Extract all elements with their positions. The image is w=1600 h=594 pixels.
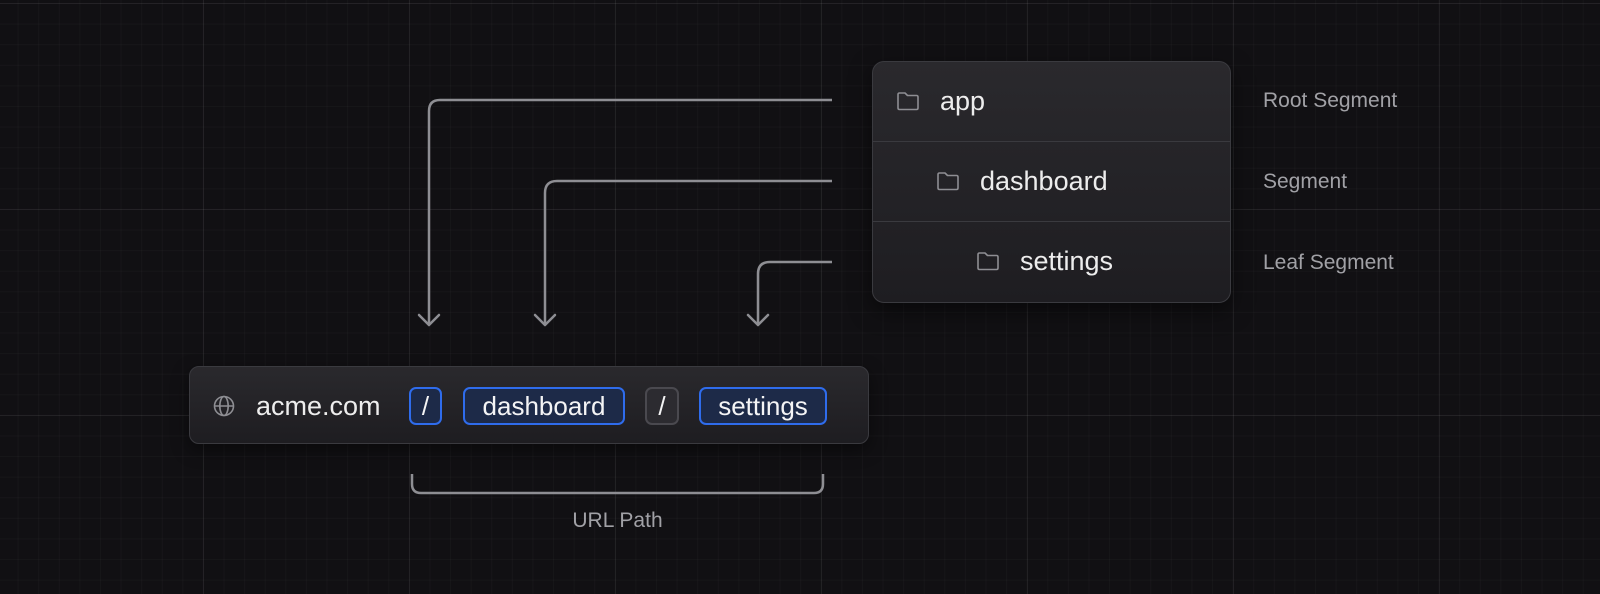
folder-icon <box>937 172 959 191</box>
folder-icon <box>977 252 999 271</box>
connector-app <box>427 98 832 325</box>
url-bar[interactable]: acme.com / dashboard / settings <box>189 366 869 444</box>
arrowhead-settings <box>746 313 770 327</box>
url-path-bracket <box>410 474 825 495</box>
connector-settings <box>756 260 832 325</box>
folder-row-app[interactable]: app <box>873 62 1230 142</box>
globe-icon <box>213 395 235 417</box>
url-segment-root-slash: / <box>409 387 442 425</box>
label-leaf-segment: Leaf Segment <box>1263 251 1394 274</box>
connector-dashboard <box>543 179 832 325</box>
url-domain: acme.com <box>256 391 381 421</box>
folder-label-settings: settings <box>1020 246 1114 276</box>
url-segment-settings: settings <box>699 387 827 425</box>
arrowhead-dashboard <box>533 313 557 327</box>
label-segment: Segment <box>1263 170 1348 193</box>
folder-tree-panel: app dashboard settings <box>872 61 1231 303</box>
url-segment-slash: / <box>645 387 679 425</box>
folder-row-dashboard[interactable]: dashboard <box>873 142 1230 222</box>
folder-row-settings[interactable]: settings <box>873 222 1230 302</box>
url-segment-dashboard: dashboard <box>463 387 625 425</box>
folder-icon <box>897 92 919 111</box>
folder-label-app: app <box>940 86 986 116</box>
folder-label-dashboard: dashboard <box>980 166 1108 196</box>
arrowhead-app <box>417 313 441 327</box>
label-root-segment: Root Segment <box>1263 89 1398 112</box>
label-url-path: URL Path <box>572 509 663 532</box>
